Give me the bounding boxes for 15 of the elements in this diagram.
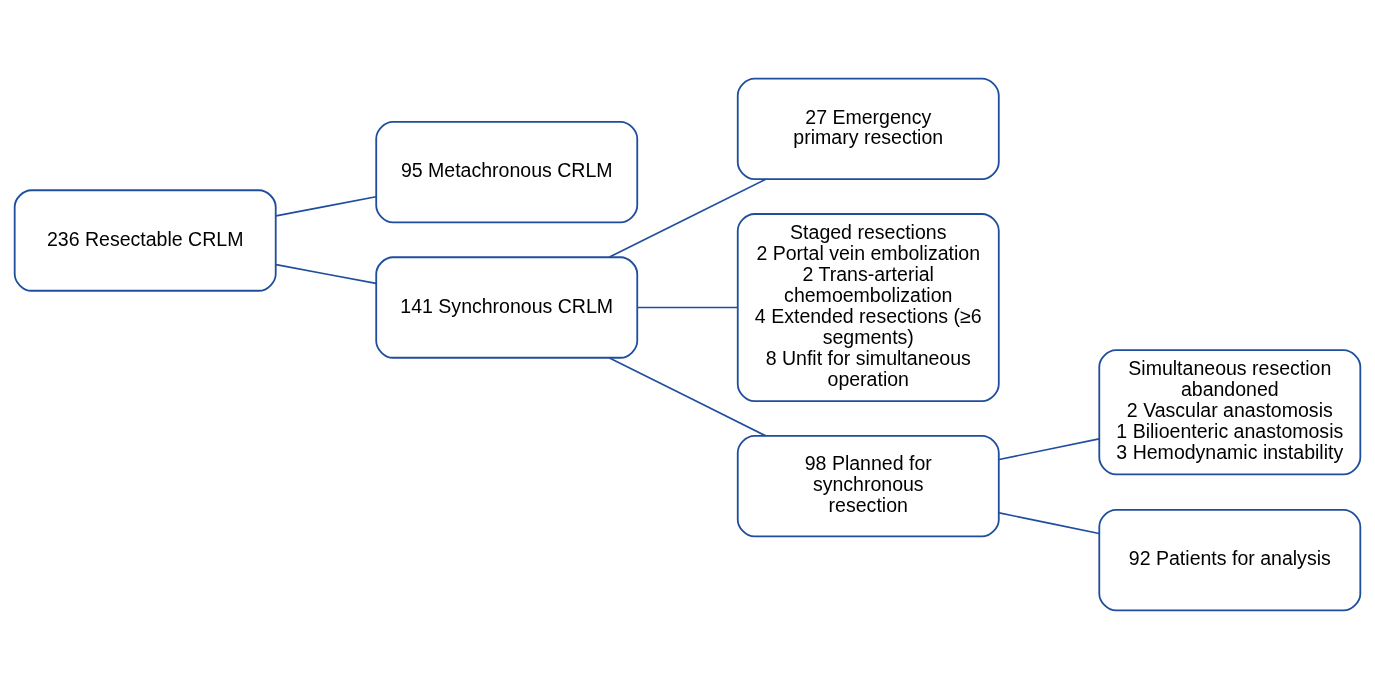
connector [608, 177, 767, 258]
node-box: 98 Planned for synchronous resection [736, 434, 1000, 537]
node-box: 141 Synchronous CRLM [375, 255, 639, 359]
node-box: 95 Metachronous CRLM [375, 120, 639, 223]
node-box: Staged resections 2 Portal vein embolization 2 Trans-arterial chemoembolization 4 Extended resections (≥6 segments) 8 Unfit for simultaneous operation [736, 212, 1000, 402]
node-box: 27 Emergency primary resection [736, 77, 1000, 180]
node-box: 236 Resectable CRLM [13, 188, 277, 292]
connector [998, 437, 1100, 460]
connector [275, 263, 377, 284]
node-box: Simultaneous resection abandoned 2 Vascular anastomosis 1 Bilioenteric anastomosis 3 Hemodynamic instability [1098, 348, 1362, 475]
connector [608, 356, 767, 437]
connector [275, 195, 377, 217]
connector [636, 306, 739, 308]
node-box: 92 Patients for analysis [1098, 508, 1362, 611]
connector [998, 511, 1100, 534]
